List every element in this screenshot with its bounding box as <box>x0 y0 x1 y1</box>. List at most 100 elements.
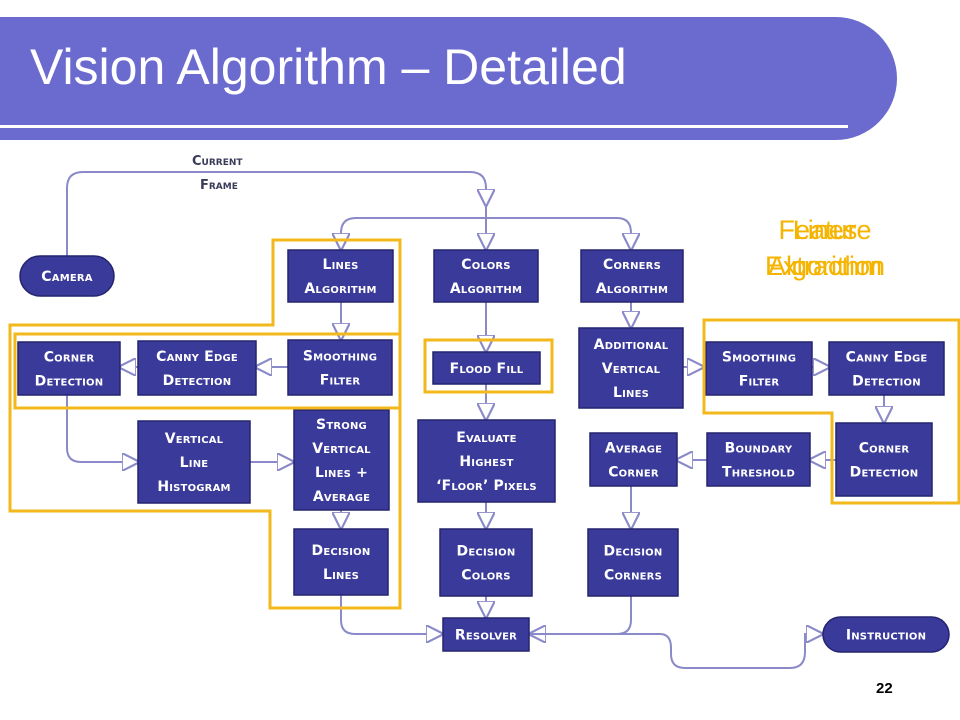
node-box <box>137 340 257 396</box>
node-label: Detection <box>852 374 921 390</box>
legend-lines: Lines <box>792 215 858 245</box>
page-number: 22 <box>876 680 893 697</box>
node-box <box>835 422 933 497</box>
legend-algorithm: Algorithm <box>767 251 883 281</box>
node-label: Colors <box>461 568 510 584</box>
node-label: Algorithm <box>304 281 376 297</box>
frame-label-line2: Frame <box>200 178 238 193</box>
edge-to-lines <box>341 205 487 249</box>
node-label: Canny Edge <box>156 349 238 365</box>
edge-resolver-instruction <box>530 634 822 669</box>
node-box <box>580 249 684 303</box>
node-label: Corner <box>859 441 910 457</box>
node-label: Colors <box>461 257 510 273</box>
highlight-feature-extraction-left <box>13 332 402 410</box>
node-camera: Camera <box>19 255 115 297</box>
title-underline <box>0 125 848 128</box>
node-label: Average <box>605 441 662 457</box>
node-label: Flood Fill <box>450 361 524 377</box>
node-label: ‘Floor’ Pixels <box>436 478 537 494</box>
edge-declines-resolver <box>340 595 442 634</box>
node-box <box>822 616 950 653</box>
node-label: Vertical <box>165 431 224 447</box>
title-banner <box>0 17 897 140</box>
edge-corner-histogram <box>66 395 138 462</box>
node-box <box>287 249 394 303</box>
node-label: Strong <box>316 417 367 433</box>
node-label: Decision <box>457 544 516 560</box>
node-label: Canny Edge <box>846 350 928 366</box>
node-instruction: Instruction <box>822 616 950 653</box>
node-label: Lines + <box>315 465 368 481</box>
legend-feature: Feature <box>778 215 872 245</box>
node-label: Highest <box>459 454 513 470</box>
node-box <box>293 409 390 511</box>
node-label: Smoothing <box>722 350 796 366</box>
node-box <box>417 419 556 503</box>
node-label: Detection <box>850 465 919 481</box>
frame-label-line1: Current <box>192 154 243 169</box>
node-flood-fill: Flood Fill <box>432 351 541 385</box>
node-box <box>17 341 121 396</box>
node-box <box>589 432 678 487</box>
node-label: Corner <box>608 465 659 481</box>
node-label: Decision <box>604 544 663 560</box>
node-label: Detection <box>163 373 232 389</box>
node-label: Boundary <box>725 441 793 457</box>
node-label: Vertical <box>602 361 661 377</box>
slide-title: Vision Algorithm – Detailed <box>30 39 627 95</box>
node-label: Vertical <box>312 441 371 457</box>
node-box <box>287 339 393 396</box>
edge-deccorners-resolver <box>530 596 632 634</box>
node-box <box>578 327 684 409</box>
node-box <box>19 255 115 297</box>
node-label: Smoothing <box>303 349 377 365</box>
node-label: Algorithm <box>596 281 668 297</box>
node-label: Filter <box>739 374 780 390</box>
edge-camera-frame <box>66 171 486 256</box>
node-label: Algorithm <box>450 281 522 297</box>
node-label: Corners <box>604 568 662 584</box>
node-label: Average <box>313 489 370 505</box>
node-label: Corner <box>44 350 95 366</box>
node-label: Line <box>180 455 209 471</box>
node-label: Decision <box>312 543 371 559</box>
node-box <box>706 432 811 487</box>
legend-extraction: Extraction <box>764 251 886 281</box>
node-box <box>439 528 533 597</box>
node-box <box>705 341 813 396</box>
node-label: Lines <box>323 567 359 583</box>
node-resolver: Resolver <box>442 617 530 652</box>
node-label: Resolver <box>455 628 517 644</box>
node-label: Instruction <box>846 628 926 644</box>
node-box <box>293 528 389 596</box>
node-box <box>442 617 530 652</box>
node-label: Histogram <box>157 479 230 495</box>
node-label: Corners <box>603 257 661 273</box>
highlight-feature-extraction-right <box>702 318 960 505</box>
node-label: Lines <box>613 385 649 401</box>
node-label: Threshold <box>722 465 795 481</box>
node-box <box>433 249 539 303</box>
node-label: Detection <box>35 374 104 390</box>
node-label: Evaluate <box>456 430 516 446</box>
node-box <box>137 420 251 504</box>
highlight-flood-fill <box>423 338 554 394</box>
